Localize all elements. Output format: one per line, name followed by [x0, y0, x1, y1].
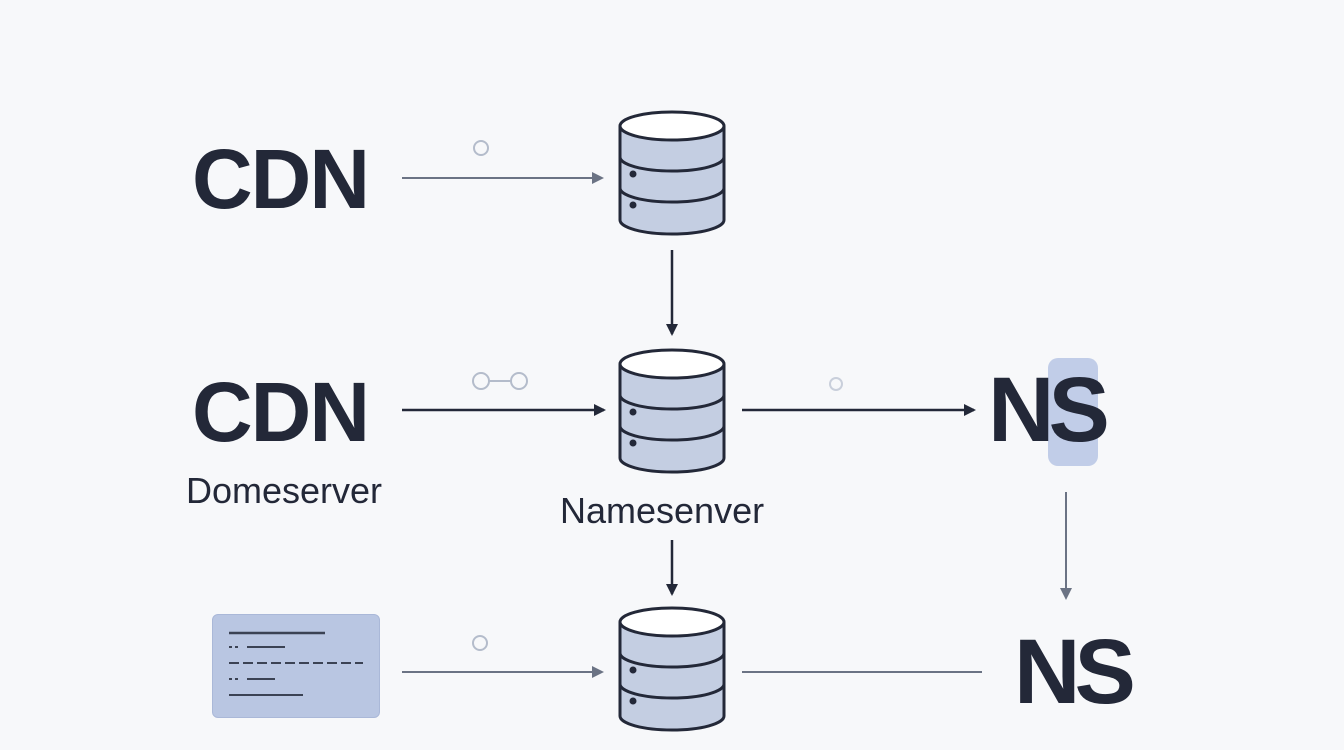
small-circle-icon: [472, 635, 488, 651]
small-circle-icon: [473, 140, 489, 156]
database-cylinder-icon: [618, 110, 726, 236]
cdn-top-label: CDN: [192, 132, 370, 226]
domeserver-caption: Domeserver: [186, 470, 383, 511]
namesenver-caption: Namesenver: [560, 490, 765, 531]
document-card-lines: [229, 631, 363, 696]
database-cylinder-icon: [618, 348, 726, 474]
document-card-icon: [212, 614, 380, 718]
database-cylinder-icon: [618, 606, 726, 732]
link-chain-icon: [472, 372, 528, 390]
ns-highlight: [1048, 358, 1098, 466]
small-circle-icon: [829, 377, 843, 391]
cdn-middle-label: CDN: [192, 365, 370, 459]
ns-middle-label: NS: [988, 359, 1110, 461]
ns-bottom-label: NS: [1014, 621, 1136, 723]
